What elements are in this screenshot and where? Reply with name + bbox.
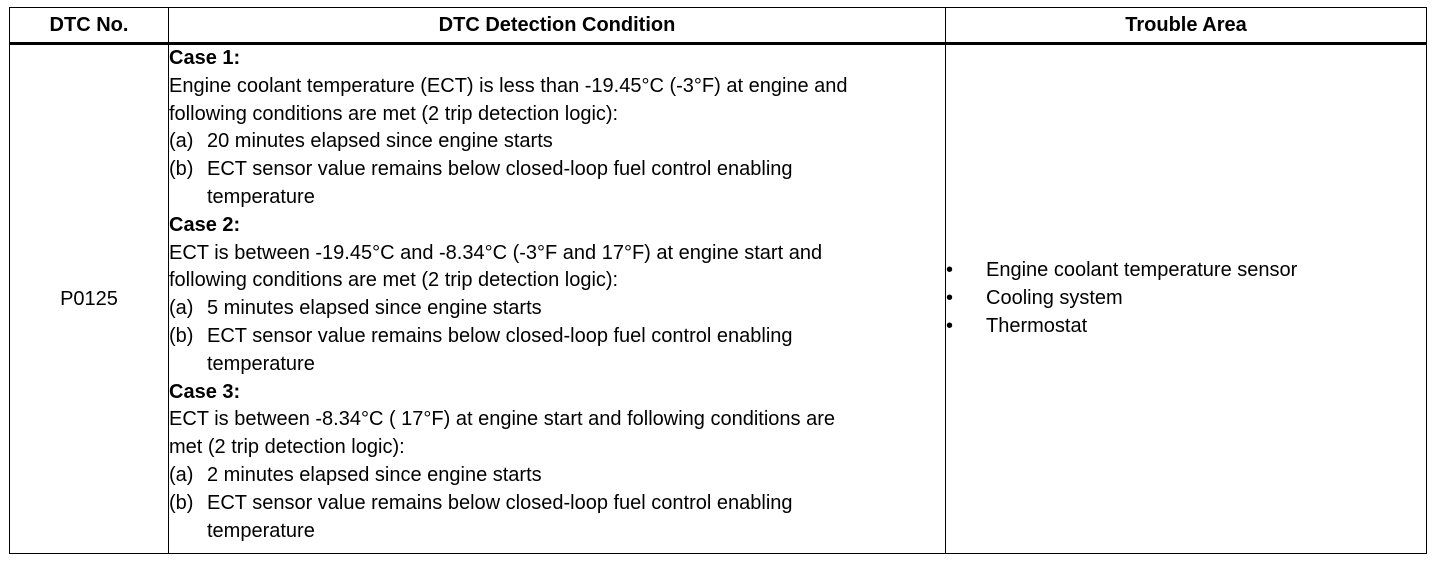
table-row: P0125 Case 1: Engine coolant temperature… [9,43,1427,554]
condition-label: (a) [169,463,194,486]
condition-text: 5 minutes elapsed since engine starts [207,297,542,320]
trouble-area-item: Engine coolant temperature sensor [986,259,1298,282]
condition-label: (a) [169,297,194,320]
case-title: Case 1: [169,47,241,69]
condition-text: temperature [207,185,315,208]
trouble-area-list: • Engine coolant temperature sensor • Co… [946,257,1426,340]
bullet-icon: • [946,314,954,337]
condition-label: (b) [169,324,194,347]
bullet-icon: • [946,259,954,282]
condition-item-continued: temperature [169,184,945,212]
case-intro-line: following conditions are met (2 trip det… [169,102,619,125]
condition-item-continued: temperature [169,351,945,379]
condition-text: 20 minutes elapsed since engine starts [207,130,553,153]
condition-item: (b) ECT sensor value remains below close… [169,156,945,184]
case-title: Case 3: [169,380,241,403]
case-block: Case 2: ECT is between -19.45°C and -8.3… [169,212,945,379]
condition-label: (b) [169,491,194,514]
case-title: Case 2: [169,213,241,236]
case-intro-line: ECT is between -8.34°C ( 17°F) at engine… [169,408,835,431]
trouble-area-item: Cooling system [986,287,1123,310]
trouble-area-cell: • Engine coolant temperature sensor • Co… [945,43,1427,554]
case-block: Case 1: Engine coolant temperature (ECT)… [169,45,945,212]
bullet-icon: • [946,287,954,310]
case-block: Case 3: ECT is between -8.34°C ( 17°F) a… [169,379,945,546]
condition-text: 2 minutes elapsed since engine starts [207,463,542,486]
list-item: • Thermostat [946,313,1426,341]
condition-item: (b) ECT sensor value remains below close… [169,323,945,351]
trouble-area-item: Thermostat [986,314,1088,337]
condition-text: ECT sensor value remains below closed-lo… [207,158,793,181]
condition-item: (b) ECT sensor value remains below close… [169,490,945,518]
case-intro-line: met (2 trip detection logic): [169,436,405,459]
dtc-number: P0125 [9,43,169,554]
header-dtc-no: DTC No. [9,7,169,45]
condition-label: (a) [169,130,194,153]
condition-text: temperature [207,352,315,375]
case-intro-line: following conditions are met (2 trip det… [169,269,619,292]
header-row: DTC No. DTC Detection Condition Trouble … [9,7,1427,45]
header-trouble-area: Trouble Area [945,7,1427,45]
condition-item-continued: temperature [169,518,945,546]
condition-text: temperature [207,519,315,542]
condition-item: (a) 2 minutes elapsed since engine start… [169,462,945,490]
condition-text: ECT sensor value remains below closed-lo… [207,324,793,347]
dtc-table: DTC No. DTC Detection Condition Trouble … [9,7,1427,554]
case-intro-line: ECT is between -19.45°C and -8.34°C (-3°… [169,241,823,264]
header-detection-condition: DTC Detection Condition [168,7,946,45]
condition-text: ECT sensor value remains below closed-lo… [207,491,793,514]
list-item: • Cooling system [946,285,1426,313]
condition-item: (a) 20 minutes elapsed since engine star… [169,128,945,156]
condition-label: (b) [169,158,194,181]
case-intro-line: Engine coolant temperature (ECT) is less… [169,74,848,97]
detection-condition-cell: Case 1: Engine coolant temperature (ECT)… [168,43,946,554]
condition-item: (a) 5 minutes elapsed since engine start… [169,295,945,323]
list-item: • Engine coolant temperature sensor [946,257,1426,285]
